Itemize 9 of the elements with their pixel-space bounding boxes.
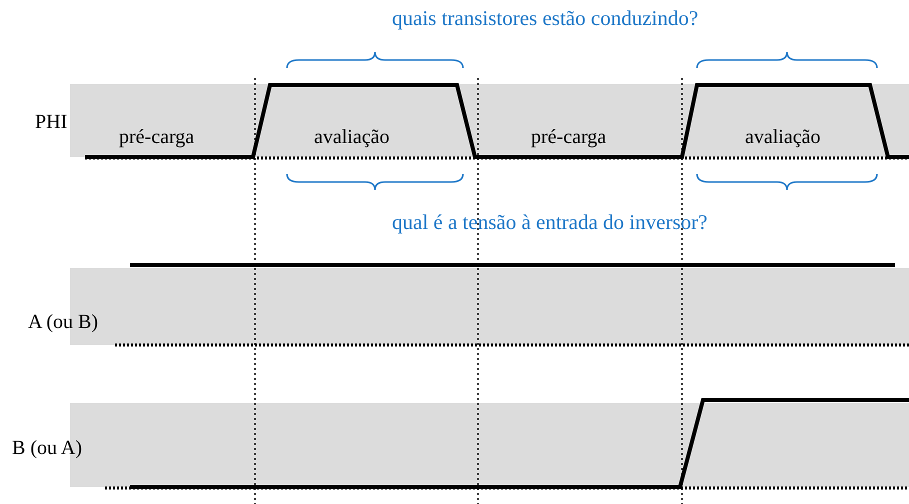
annotation-text: qual é a tensão à entrada do inversor? <box>392 212 708 233</box>
signal-name: PHI <box>35 112 68 132</box>
signal-name: B (ou A) <box>12 438 82 458</box>
phase-label: pré-carga <box>531 127 606 147</box>
phase-label: pré-carga <box>119 127 194 147</box>
annotation-text: quais transistores estão conduzindo? <box>392 8 698 29</box>
phase-label: avaliação <box>745 127 820 147</box>
signal-name: A (ou B) <box>28 312 98 332</box>
phase-label: avaliação <box>314 127 390 147</box>
